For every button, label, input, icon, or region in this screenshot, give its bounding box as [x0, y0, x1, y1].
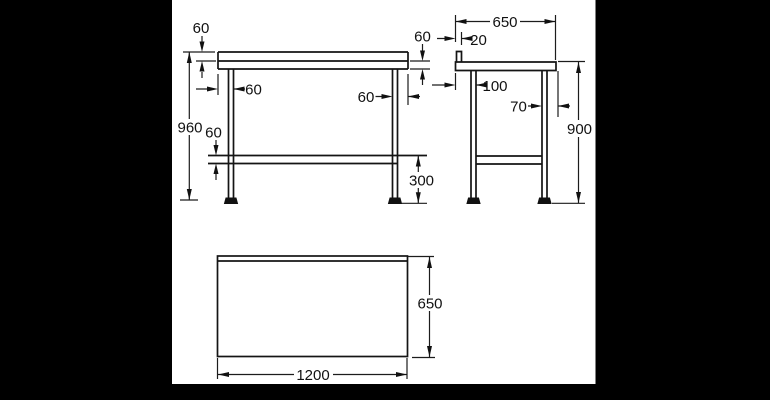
dim-label: 100 — [482, 78, 507, 95]
dim-lines — [408, 255, 435, 359]
arrowhead-left — [461, 36, 473, 41]
dim-label: 60 — [414, 29, 431, 46]
side-rear-foot — [537, 197, 552, 204]
dim-shelf-thickness: 60 — [205, 125, 222, 180]
side-worktop-outline — [454, 61, 557, 72]
arrowhead-up — [420, 69, 425, 80]
dim-rear-leg-inset: 70 — [510, 71, 570, 117]
dim-label: 20 — [470, 32, 487, 49]
arrowhead-right — [544, 19, 556, 24]
dim-label: 60 — [205, 125, 222, 142]
arrowhead-left — [455, 19, 467, 24]
arrowhead-down — [186, 189, 192, 200]
side-upstand — [455, 50, 463, 62]
paper-background — [172, 0, 596, 384]
front-right-foot — [387, 197, 403, 204]
dim-label: 60 — [193, 20, 210, 37]
arrowhead-up — [199, 61, 205, 72]
arrowhead-down — [420, 50, 425, 61]
label-mask — [175, 119, 204, 135]
front-shelf-lines — [208, 154, 427, 165]
dim-overall-height: 960 — [175, 52, 204, 201]
arrowhead-left — [218, 372, 229, 377]
plan-structure — [216, 255, 409, 358]
dim-leg-inset-left: 60 — [196, 74, 262, 99]
arrowhead-right — [444, 36, 456, 41]
front-legs — [227, 69, 399, 198]
arrowhead-left — [558, 103, 569, 109]
dim-label: 70 — [510, 99, 527, 116]
arrowhead-right — [381, 94, 393, 99]
dim-depth: 650 — [454, 14, 557, 60]
arrowhead-right — [531, 103, 542, 109]
arrowhead-down — [576, 192, 581, 203]
arrowhead-up — [427, 257, 432, 268]
dim-lines — [183, 36, 216, 78]
dim-lines — [454, 15, 557, 60]
dim-label: 60 — [358, 89, 375, 106]
arrowhead-left — [476, 82, 487, 88]
front-worktop-outline — [217, 51, 409, 70]
dim-label: 650 — [492, 14, 517, 31]
side-shelf-lines — [476, 155, 542, 165]
front-structure — [208, 51, 427, 204]
arrowhead-down — [415, 192, 421, 204]
dim-label: 60 — [245, 82, 262, 99]
dim-shelf-height: 300 — [402, 155, 437, 204]
side-legs — [470, 70, 548, 198]
dim-plan-length: 1200 — [216, 358, 408, 384]
arrowhead-up — [415, 155, 421, 167]
dim-label: 1200 — [296, 367, 329, 384]
dim-label: 900 — [567, 121, 592, 138]
dim-label: 300 — [409, 173, 434, 190]
label-mask — [563, 120, 596, 137]
arrowhead-up — [213, 163, 219, 174]
dim-front-leg-inset: 100 — [432, 73, 508, 95]
side-view: 650 20 100 70 900 — [432, 14, 596, 204]
dim-lines — [216, 358, 408, 379]
label-mask — [406, 172, 437, 188]
arrowhead-right — [396, 372, 407, 377]
dim-label: 960 — [177, 120, 202, 137]
dim-leg-inset-right: 60 — [358, 74, 420, 106]
front-left-foot — [223, 197, 239, 204]
dim-plan-depth: 650 — [408, 255, 443, 359]
dim-worktop-height: 900 — [552, 60, 596, 204]
plan-view: 650 1200 — [216, 255, 443, 384]
dim-upstand-height: 60 — [183, 20, 216, 78]
arrowhead-right — [207, 86, 218, 92]
arrowhead-down — [199, 41, 205, 52]
arrowhead-right — [444, 82, 456, 88]
front-view: 60 960 60 60 60 — [175, 20, 437, 204]
arrowhead-left — [233, 86, 245, 92]
dim-worktop-thickness: 60 — [410, 29, 431, 85]
dim-upstand-thickness: 20 — [437, 32, 487, 49]
dim-lines — [410, 44, 430, 85]
arrowhead-up — [576, 62, 581, 73]
dim-label: 650 — [417, 296, 442, 313]
arrowhead-down — [427, 346, 432, 357]
side-structure — [454, 50, 557, 204]
plan-worktop-outline — [216, 255, 409, 358]
arrowhead-down — [213, 145, 219, 156]
arrowhead-left — [408, 94, 419, 99]
side-front-foot — [466, 197, 481, 204]
arrowhead-up — [186, 52, 192, 63]
